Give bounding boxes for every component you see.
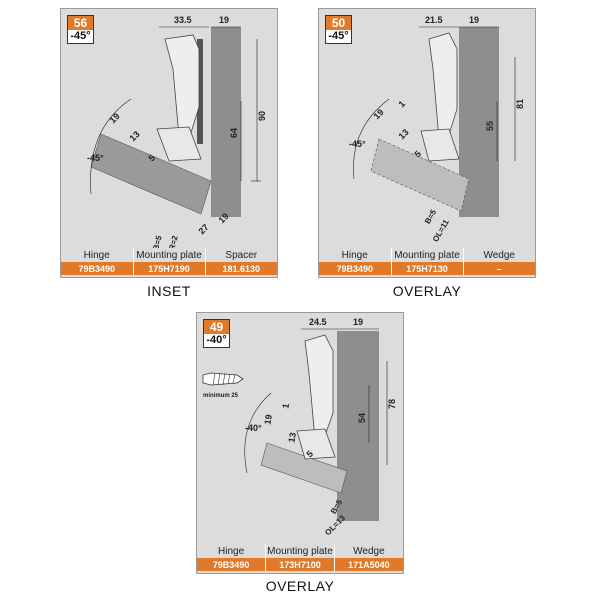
diagram-panel-inset: 33.5 19 90 64 19 13 5 19 27 B=5 R=2 -45°…: [60, 8, 278, 278]
badge-number: 50: [326, 16, 351, 30]
angle-label: -45°: [349, 139, 366, 149]
angle-label: -40°: [245, 423, 262, 433]
badge-angle: -45°: [328, 30, 349, 42]
header-mounting-plate: Mounting plate: [391, 248, 464, 262]
door-panel: [90, 133, 212, 215]
caption-overlay-a: OVERLAY: [392, 283, 462, 299]
value-mounting-plate: 175H7190: [133, 262, 206, 275]
opening-angle-badge: 49 -40°: [203, 319, 230, 348]
dim-24-5: 24.5: [309, 317, 327, 327]
caption-overlay-b: OVERLAY: [265, 578, 335, 594]
value-hinge: 79B3490: [319, 262, 392, 275]
cabinet-side: [337, 331, 379, 521]
dim-5: 5: [413, 149, 424, 160]
hinge-drawing-overlay-b: minimum 25 24.5 19 78 54 19 1 13 5 B=5 O…: [202, 317, 397, 537]
value-mounting-plate: 175H7130: [391, 262, 464, 275]
dim-33-5: 33.5: [174, 15, 192, 25]
dim-19-top: 19: [219, 15, 229, 25]
dim-13: 13: [397, 127, 411, 141]
cabinet-side: [211, 27, 241, 217]
dim-81: 81: [515, 99, 525, 109]
badge-number: 49: [204, 320, 229, 334]
opening-angle-badge: 50 -45°: [325, 15, 352, 44]
opening-angle-badge: 56 -45°: [67, 15, 94, 44]
dim-64: 64: [229, 128, 239, 138]
dim-13: 13: [286, 432, 298, 444]
dim-19-left: 19: [262, 414, 274, 426]
value-wedge: –: [463, 262, 535, 275]
dim-27: 27: [197, 222, 211, 236]
angle-label: -45°: [87, 153, 104, 163]
header-spacer: Spacer: [205, 248, 277, 262]
dim-b5: B=5: [423, 208, 439, 226]
header-hinge: Hinge: [319, 248, 392, 262]
door-panel: [260, 442, 348, 494]
dim-19-top: 19: [353, 317, 363, 327]
screw-length-label: minimum 25: [203, 393, 239, 399]
dim-5: 5: [305, 449, 316, 460]
hinge-cup: [156, 126, 202, 162]
dim-54: 54: [357, 413, 367, 423]
parts-table: Hinge Mounting plate Wedge 79B3490 175H7…: [319, 248, 535, 275]
dim-19-left: 19: [108, 111, 122, 125]
header-wedge: Wedge: [334, 544, 403, 558]
badge-angle: -40°: [206, 334, 227, 346]
hinge-arm: [304, 334, 334, 442]
dim-13: 13: [128, 129, 142, 143]
dim-19-top: 19: [469, 15, 479, 25]
hinge-cup: [420, 128, 460, 162]
dim-19-left: 19: [372, 107, 386, 121]
diagram-panel-overlay-a: 21.5 19 81 55 19 1 13 5 B=5 OL=11 -45° 5…: [318, 8, 536, 278]
dim-b5: B=5: [151, 234, 164, 251]
header-hinge: Hinge: [197, 544, 267, 558]
header-mounting-plate: Mounting plate: [133, 248, 206, 262]
value-spacer: 181.6130: [205, 262, 277, 275]
hinge-arm: [164, 34, 200, 140]
dim-r2: R=2: [167, 234, 180, 251]
parts-table: Hinge Mounting plate Spacer 79B3490 175H…: [61, 248, 277, 275]
screw-icon: [202, 372, 244, 386]
hinge-drawing-inset: 33.5 19 90 64 19 13 5 19 27 B=5 R=2 -45°: [87, 15, 267, 251]
badge-number: 56: [68, 16, 93, 30]
hinge-cup: [296, 428, 336, 460]
dim-5: 5: [147, 153, 158, 164]
diagram-panel-overlay-b: minimum 25 24.5 19 78 54 19 1 13 5 B=5 O…: [196, 312, 404, 574]
value-hinge: 79B3490: [61, 262, 134, 275]
badge-angle: -45°: [70, 30, 91, 42]
spacer: [197, 39, 203, 144]
dim-1: 1: [397, 99, 408, 110]
header-wedge: Wedge: [463, 248, 535, 262]
hinge-arm: [428, 32, 458, 142]
value-mounting-plate: 173H7100: [265, 558, 335, 571]
door-panel: [370, 138, 470, 212]
value-wedge: 171A5040: [334, 558, 403, 571]
header-mounting-plate: Mounting plate: [265, 544, 335, 558]
dim-ol11: OL=11: [431, 217, 451, 243]
dim-21-5: 21.5: [425, 15, 443, 25]
dim-78: 78: [387, 399, 397, 409]
parts-table: Hinge Mounting plate Wedge 79B3490 173H7…: [197, 544, 403, 571]
hinge-drawing-overlay-a: 21.5 19 81 55 19 1 13 5 B=5 OL=11 -45°: [349, 15, 525, 243]
dim-90: 90: [257, 111, 267, 121]
dim-ol13: OL=13: [323, 513, 347, 537]
value-hinge: 79B3490: [197, 558, 267, 571]
dim-55: 55: [485, 121, 495, 131]
caption-inset: INSET: [147, 283, 191, 299]
header-hinge: Hinge: [61, 248, 134, 262]
dim-1: 1: [280, 403, 291, 410]
